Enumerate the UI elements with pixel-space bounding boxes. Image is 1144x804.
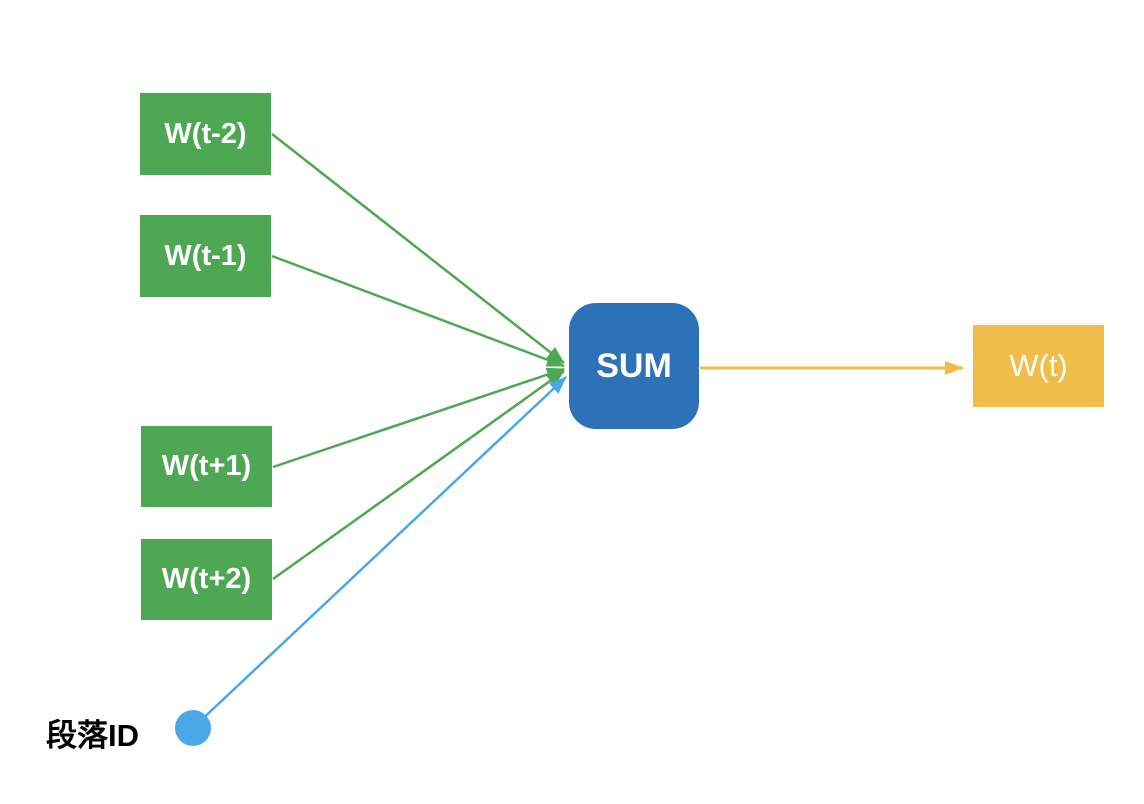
node-sum: SUM — [569, 303, 699, 429]
edge-wt-plus-1-to-sum — [272, 367, 565, 469]
node-w-t-minus-2-label: W(t-2) — [164, 117, 247, 150]
node-w-t-minus-2: W(t-2) — [140, 93, 271, 175]
node-w-t-minus-1-label: W(t-1) — [164, 239, 247, 272]
paragraph-id-label: 段落ID — [46, 718, 139, 753]
edge-wt-minus-1-to-sum — [271, 254, 565, 368]
paragraph-id-node — [175, 710, 211, 746]
node-w-t-plus-2: W(t+2) — [141, 539, 272, 620]
node-w-t-plus-1-label: W(t+1) — [161, 450, 252, 482]
node-w-t-plus-1: W(t+1) — [141, 426, 272, 507]
node-sum-label: SUM — [596, 346, 672, 385]
node-output-w-t: W(t) — [973, 325, 1104, 407]
edge-paragraph-id-to-sum — [195, 376, 567, 726]
edge-wt-plus-2-to-sum — [272, 369, 565, 581]
node-w-t-plus-2-label: W(t+2) — [161, 563, 252, 595]
edge-wt-minus-2-to-sum — [271, 133, 565, 364]
node-w-t-minus-1: W(t-1) — [140, 215, 271, 297]
node-output-w-t-label: W(t) — [1009, 348, 1068, 383]
